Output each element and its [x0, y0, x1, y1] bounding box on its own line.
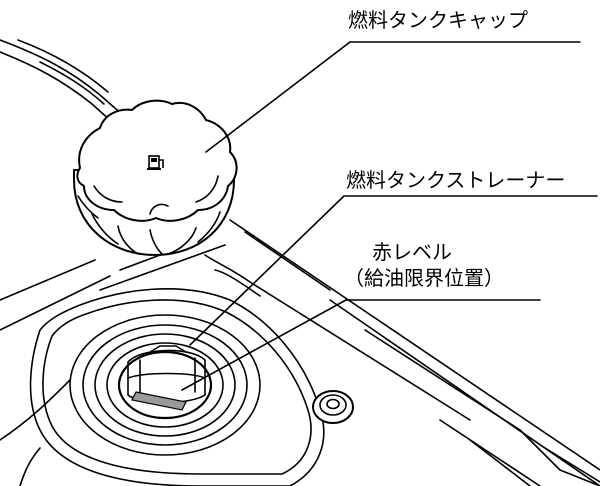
filler-recess — [29, 288, 325, 486]
label-fuel-tank-cap: 燃料タンクキャップ — [348, 8, 528, 32]
tank-body — [0, 39, 600, 486]
leader-lines — [181, 41, 598, 391]
drain-bolt — [312, 390, 354, 424]
red-level-band — [131, 391, 187, 411]
fuel-pump-icon — [147, 155, 164, 170]
label-red-level: 赤レベル — [372, 240, 452, 264]
label-fuel-tank-strainer: 燃料タンクストレーナー — [346, 168, 566, 192]
fuel-tank-cap — [73, 99, 238, 256]
label-red-level-note: （給油限界位置） — [344, 266, 504, 290]
filler-neck — [69, 314, 261, 456]
